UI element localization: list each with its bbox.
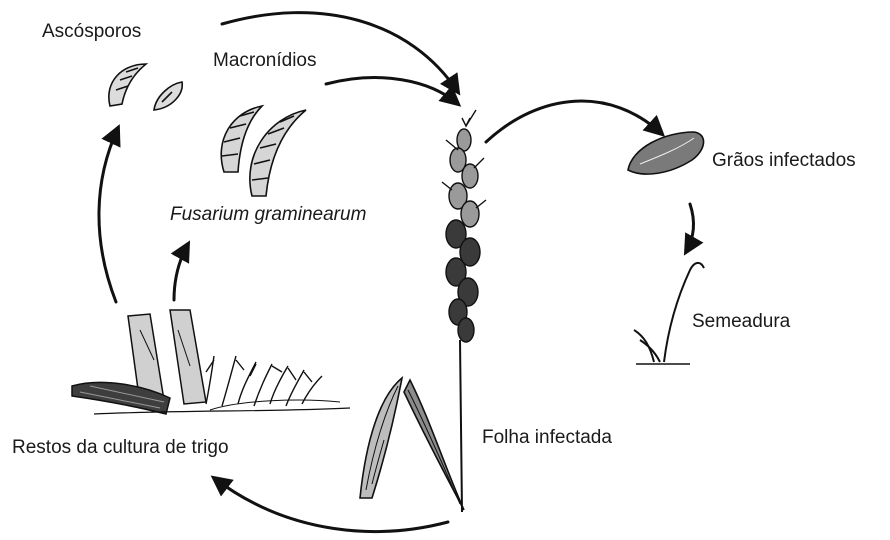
arrow-grains-to-sowing	[686, 204, 693, 252]
arrow-debris-to-ascospores	[99, 128, 118, 302]
label-sowing: Semeadura	[692, 312, 790, 331]
infected-leaf-illustration	[360, 378, 464, 510]
arrow-macro-to-spike	[326, 78, 458, 104]
arrow-spike-to-grains	[486, 101, 662, 142]
arrow-leaf-to-debris	[214, 478, 448, 531]
wheat-debris-illustration	[72, 310, 350, 414]
arrow-debris-to-macroconidia	[174, 244, 188, 300]
wheat-spike-illustration	[442, 110, 486, 512]
label-macroconidia: Macronídios	[213, 51, 317, 70]
label-infected-leaf: Folha infectada	[482, 428, 612, 447]
label-fusarium-graminearum: Fusarium graminearum	[170, 205, 366, 224]
label-ascospores: Ascósporos	[42, 22, 141, 41]
label-wheat-debris: Restos da cultura de trigo	[12, 438, 229, 457]
infected-grain-illustration	[628, 132, 704, 174]
label-infected-grains: Grãos infectados	[712, 151, 856, 170]
macroconidia-illustration	[221, 106, 306, 196]
ascospores-illustration	[109, 64, 182, 110]
